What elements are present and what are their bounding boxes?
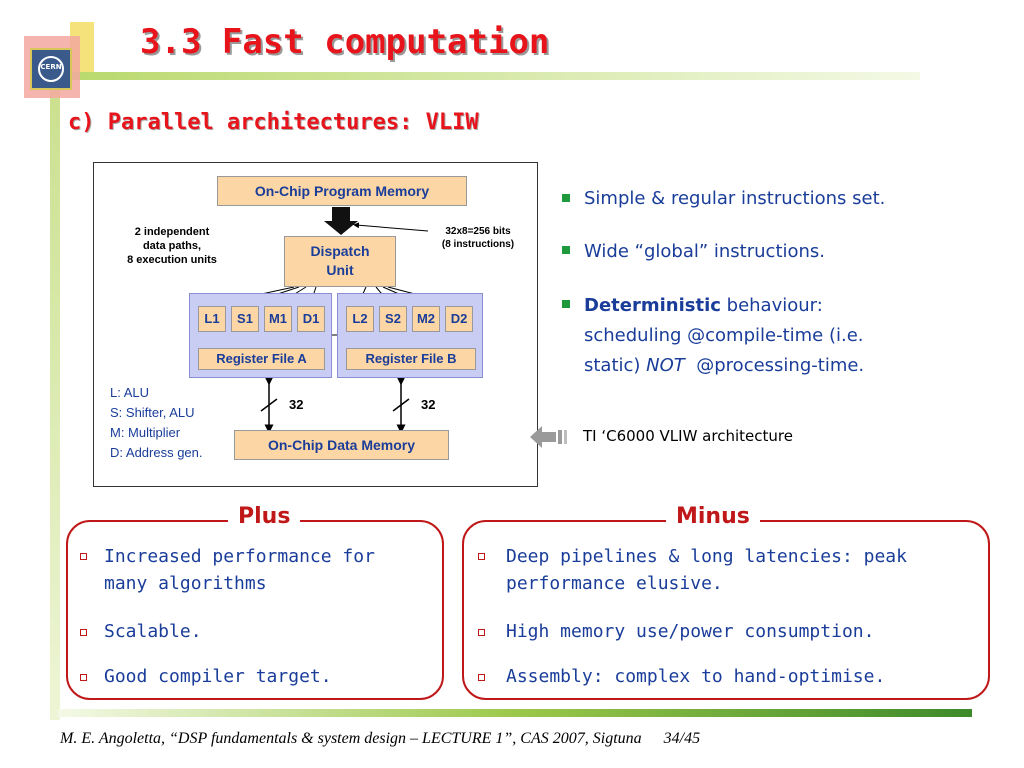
checkbox-bullet-icon: [478, 674, 485, 681]
unit-D1: D1: [297, 306, 325, 332]
side-rule: [50, 70, 60, 720]
dispatch-line2: Unit: [326, 262, 354, 278]
unit-D2: D2: [445, 306, 473, 332]
datapath-b: L2 S2 M2 D2 Register File B: [337, 293, 483, 378]
cern-logo: CERN: [30, 48, 72, 90]
logo-text: CERN: [40, 63, 62, 71]
bits-annotation: 32x8=256 bits (8 instructions): [428, 225, 528, 251]
plus-item-1: Increased performance for many algorithm…: [104, 543, 375, 597]
unit-legend: L: ALU S: Shifter, ALU M: Multiplier D: …: [110, 383, 203, 463]
paths-line3: 8 execution units: [127, 254, 217, 266]
bus-width-ticks: [260, 398, 410, 412]
unit-M1: M1: [264, 306, 292, 332]
legend-item: S: Shifter, ALU: [110, 405, 195, 420]
legend-item: D: Address gen.: [110, 445, 203, 460]
register-file-b: Register File B: [346, 348, 476, 370]
bus-width-a: 32: [289, 397, 304, 412]
bits-pointer: [353, 222, 429, 232]
feature-item-3-bold: Deterministic: [584, 295, 721, 316]
datapath-a: L1 S1 M1 D1 Register File A: [189, 293, 332, 378]
paths-line2: data paths,: [142, 240, 202, 252]
legend-item: M: Multiplier: [110, 425, 181, 440]
minus-item-2: High memory use/power consumption.: [506, 621, 875, 642]
register-file-a: Register File A: [198, 348, 325, 370]
unit-M2: M2: [412, 306, 440, 332]
feature-item-3-line3b: @processing-time.: [684, 355, 865, 376]
dispatch-unit-box: Dispatch Unit: [284, 236, 396, 287]
footer-citation: M. E. Angoletta, “DSP fundamentals & sys…: [60, 730, 642, 747]
feature-item-1: Simple & regular instructions set.: [584, 188, 886, 209]
checkbox-bullet-icon: [80, 674, 87, 681]
plus-item-2: Scalable.: [104, 621, 202, 642]
checkbox-bullet-icon: [478, 629, 485, 636]
slide-title: 3.3 Fast computation: [140, 22, 550, 62]
footer: M. E. Angoletta, “DSP fundamentals & sys…: [60, 730, 700, 748]
logo-ring-icon: [38, 56, 64, 82]
minus-title: Minus: [666, 504, 760, 529]
plus-item-1-line2: many algorithms: [104, 573, 267, 594]
bits-line1: 32x8=256 bits: [445, 226, 511, 237]
checkbox-bullet-icon: [80, 629, 87, 636]
fetch-arrow-icon: [324, 207, 358, 235]
vliw-diagram: On-Chip Program Memory Dispatch Unit 32x…: [93, 162, 538, 487]
minus-item-3: Assembly: complex to hand-optimise.: [506, 666, 886, 687]
pointer-arrow-icon: [530, 426, 567, 448]
page-number: 34/45: [663, 730, 701, 747]
architecture-caption: TI ‘C6000 VLIW architecture: [583, 427, 793, 445]
unit-S2: S2: [379, 306, 407, 332]
paths-line1: 2 independent: [134, 226, 210, 238]
bits-line2: (8 instructions): [441, 239, 515, 250]
feature-item-3-line3a: static): [584, 355, 647, 376]
minus-item-1-line1: Deep pipelines & long latencies: peak: [506, 546, 907, 567]
bullet-icon: [562, 194, 570, 202]
unit-S1: S1: [231, 306, 259, 332]
slide-subtitle: c) Parallel architectures: VLIW: [68, 110, 479, 135]
feature-item-3-not: NOT: [646, 355, 685, 376]
footer-rule: [58, 709, 972, 717]
unit-L1: L1: [198, 306, 226, 332]
bullet-icon: [562, 300, 570, 308]
legend-item: L: ALU: [110, 385, 150, 400]
dispatch-line1: Dispatch: [310, 243, 370, 259]
data-memory-box: On-Chip Data Memory: [234, 430, 449, 460]
minus-item-1-line2: performance elusive.: [506, 573, 723, 594]
program-memory-box: On-Chip Program Memory: [217, 176, 467, 206]
feature-item-3: Deterministic behaviour: scheduling @com…: [584, 291, 864, 381]
plus-item-1-line1: Increased performance for: [104, 546, 375, 567]
header-rule: [50, 72, 920, 80]
plus-item-3: Good compiler target.: [104, 666, 332, 687]
bus-width-b: 32: [421, 397, 436, 412]
paths-annotation: 2 independent data paths, 8 execution un…: [112, 225, 232, 267]
checkbox-bullet-icon: [478, 553, 485, 560]
minus-item-1: Deep pipelines & long latencies: peak pe…: [506, 543, 907, 597]
checkbox-bullet-icon: [80, 553, 87, 560]
feature-item-3-rest: behaviour:: [720, 295, 823, 316]
bullet-icon: [562, 246, 570, 254]
feature-item-2: Wide “global” instructions.: [584, 241, 826, 262]
plus-title: Plus: [228, 504, 301, 529]
feature-item-3-line2: scheduling @compile-time (i.e.: [584, 325, 864, 346]
unit-L2: L2: [346, 306, 374, 332]
